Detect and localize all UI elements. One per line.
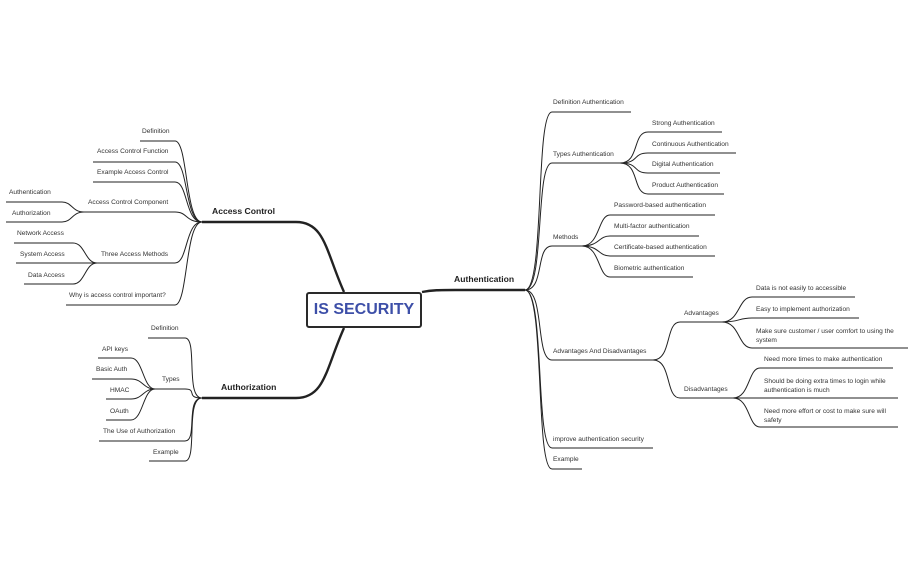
ac-function-node[interactable]: Access Control Function [97, 148, 169, 155]
an-strong-node[interactable]: Strong Authentication [652, 120, 715, 127]
connector-line [97, 221, 203, 264]
az-example-node[interactable]: Example [153, 449, 179, 456]
connector-line [581, 245, 693, 278]
connector-line [721, 321, 908, 349]
an-adv-dis-node[interactable]: Advantages And Disadvantages [553, 348, 647, 355]
ac-system-access-node[interactable]: System Access [20, 251, 65, 258]
an-disadvantages-node[interactable]: Disadvantages [684, 386, 728, 393]
az-oauth-node[interactable]: OAuth [110, 408, 129, 415]
az-use-node[interactable]: The Use of Authorization [103, 428, 176, 435]
access-control-lines [6, 140, 203, 306]
an-types-node[interactable]: Types Authentication [553, 151, 614, 158]
connector-line [14, 242, 98, 264]
connector-line [140, 140, 203, 223]
ac-three-methods-node[interactable]: Three Access Methods [101, 251, 169, 258]
edge-root-authorization [202, 327, 346, 400]
authorization-node[interactable]: Authorization [221, 382, 277, 392]
access-control-node[interactable]: Access Control [212, 206, 276, 216]
an-password-node[interactable]: Password-based authentication [614, 202, 707, 209]
connector-line [106, 388, 156, 421]
ac-component-authentication-node[interactable]: Authentication [9, 189, 51, 196]
az-types-node[interactable]: Types [162, 376, 180, 383]
az-api-keys-node[interactable]: API keys [102, 346, 129, 353]
an-product-node[interactable]: Product Authentication [652, 182, 718, 189]
an-digital-node[interactable]: Digital Authentication [652, 161, 714, 168]
an-advantages-node[interactable]: Advantages [684, 310, 719, 317]
connector-line [92, 378, 156, 390]
authentication-node[interactable]: Authentication [454, 274, 515, 284]
connector-line [155, 388, 203, 399]
an-continuous-node[interactable]: Continuous Authentication [652, 141, 729, 148]
an-adv-1-node[interactable]: Data is not easily to accessible [756, 285, 847, 292]
edge-root-access-control [202, 220, 346, 293]
an-improve-node[interactable]: improve authentication security [553, 436, 644, 443]
connector-line [581, 214, 715, 247]
connector-line [619, 131, 722, 164]
az-definition-node[interactable]: Definition [151, 325, 179, 332]
an-adv-3-node[interactable]: Make sure customer / user comfort to usi… [756, 328, 894, 344]
connector-line [524, 289, 653, 449]
connector-line [581, 245, 715, 257]
connector-line [6, 211, 85, 223]
connector-line [6, 201, 85, 213]
ac-component-authorization-node[interactable]: Authorization [12, 210, 51, 217]
connector-line [93, 181, 203, 223]
root-node[interactable]: IS SECURITY [306, 292, 422, 328]
connector-line [524, 289, 653, 361]
an-dis-1-node[interactable]: Need more times to make authentication [764, 356, 883, 363]
an-biometric-node[interactable]: Biometric authentication [614, 265, 685, 272]
connector-line [24, 262, 98, 285]
connector-line [581, 235, 699, 247]
connector-line [732, 367, 893, 399]
ac-example-node[interactable]: Example Access Control [97, 169, 169, 176]
an-mfa-node[interactable]: Multi-factor authentication [614, 223, 690, 230]
connector-line [619, 152, 736, 164]
connector-line [148, 337, 203, 399]
connector-line [652, 321, 722, 361]
an-dis-3-node[interactable]: Need more effort or cost to make sure wi… [764, 408, 886, 424]
an-example-node[interactable]: Example [553, 456, 579, 463]
main-branch-lines [202, 220, 525, 400]
an-dis-2-node[interactable]: Should be doing extra times to login whi… [764, 378, 886, 394]
an-certificate-node[interactable]: Certificate-based authentication [614, 244, 707, 251]
authentication-lines [524, 111, 908, 470]
an-adv-2-node[interactable]: Easy to implement authorization [756, 306, 850, 313]
edge-root-authentication [421, 288, 525, 294]
connector-line [524, 162, 620, 291]
an-methods-node[interactable]: Methods [553, 234, 579, 241]
connector-line [732, 397, 898, 428]
connector-line [93, 161, 203, 223]
ac-why-node[interactable]: Why is access control important? [69, 292, 166, 299]
connector-line [619, 162, 720, 174]
connector-line [84, 211, 203, 223]
connector-line [66, 221, 203, 306]
ac-component-node[interactable]: Access Control Component [88, 199, 169, 206]
connector-line [149, 397, 203, 462]
ac-network-access-node[interactable]: Network Access [17, 230, 64, 237]
connector-line [652, 359, 733, 399]
connector-line [721, 317, 859, 323]
connector-line [524, 111, 631, 291]
an-definition-node[interactable]: Definition Authentication [553, 99, 624, 106]
connector-line [98, 357, 156, 390]
connector-line [619, 162, 724, 195]
authorization-lines [92, 337, 203, 462]
connector-line [721, 296, 855, 323]
ac-data-access-node[interactable]: Data Access [28, 272, 65, 279]
az-hmac-node[interactable]: HMAC [110, 387, 130, 394]
az-basic-auth-node[interactable]: Basic Auth [96, 366, 128, 373]
connector-line [524, 245, 582, 291]
connector-line [524, 289, 582, 470]
ac-definition-node[interactable]: Definition [142, 128, 170, 135]
